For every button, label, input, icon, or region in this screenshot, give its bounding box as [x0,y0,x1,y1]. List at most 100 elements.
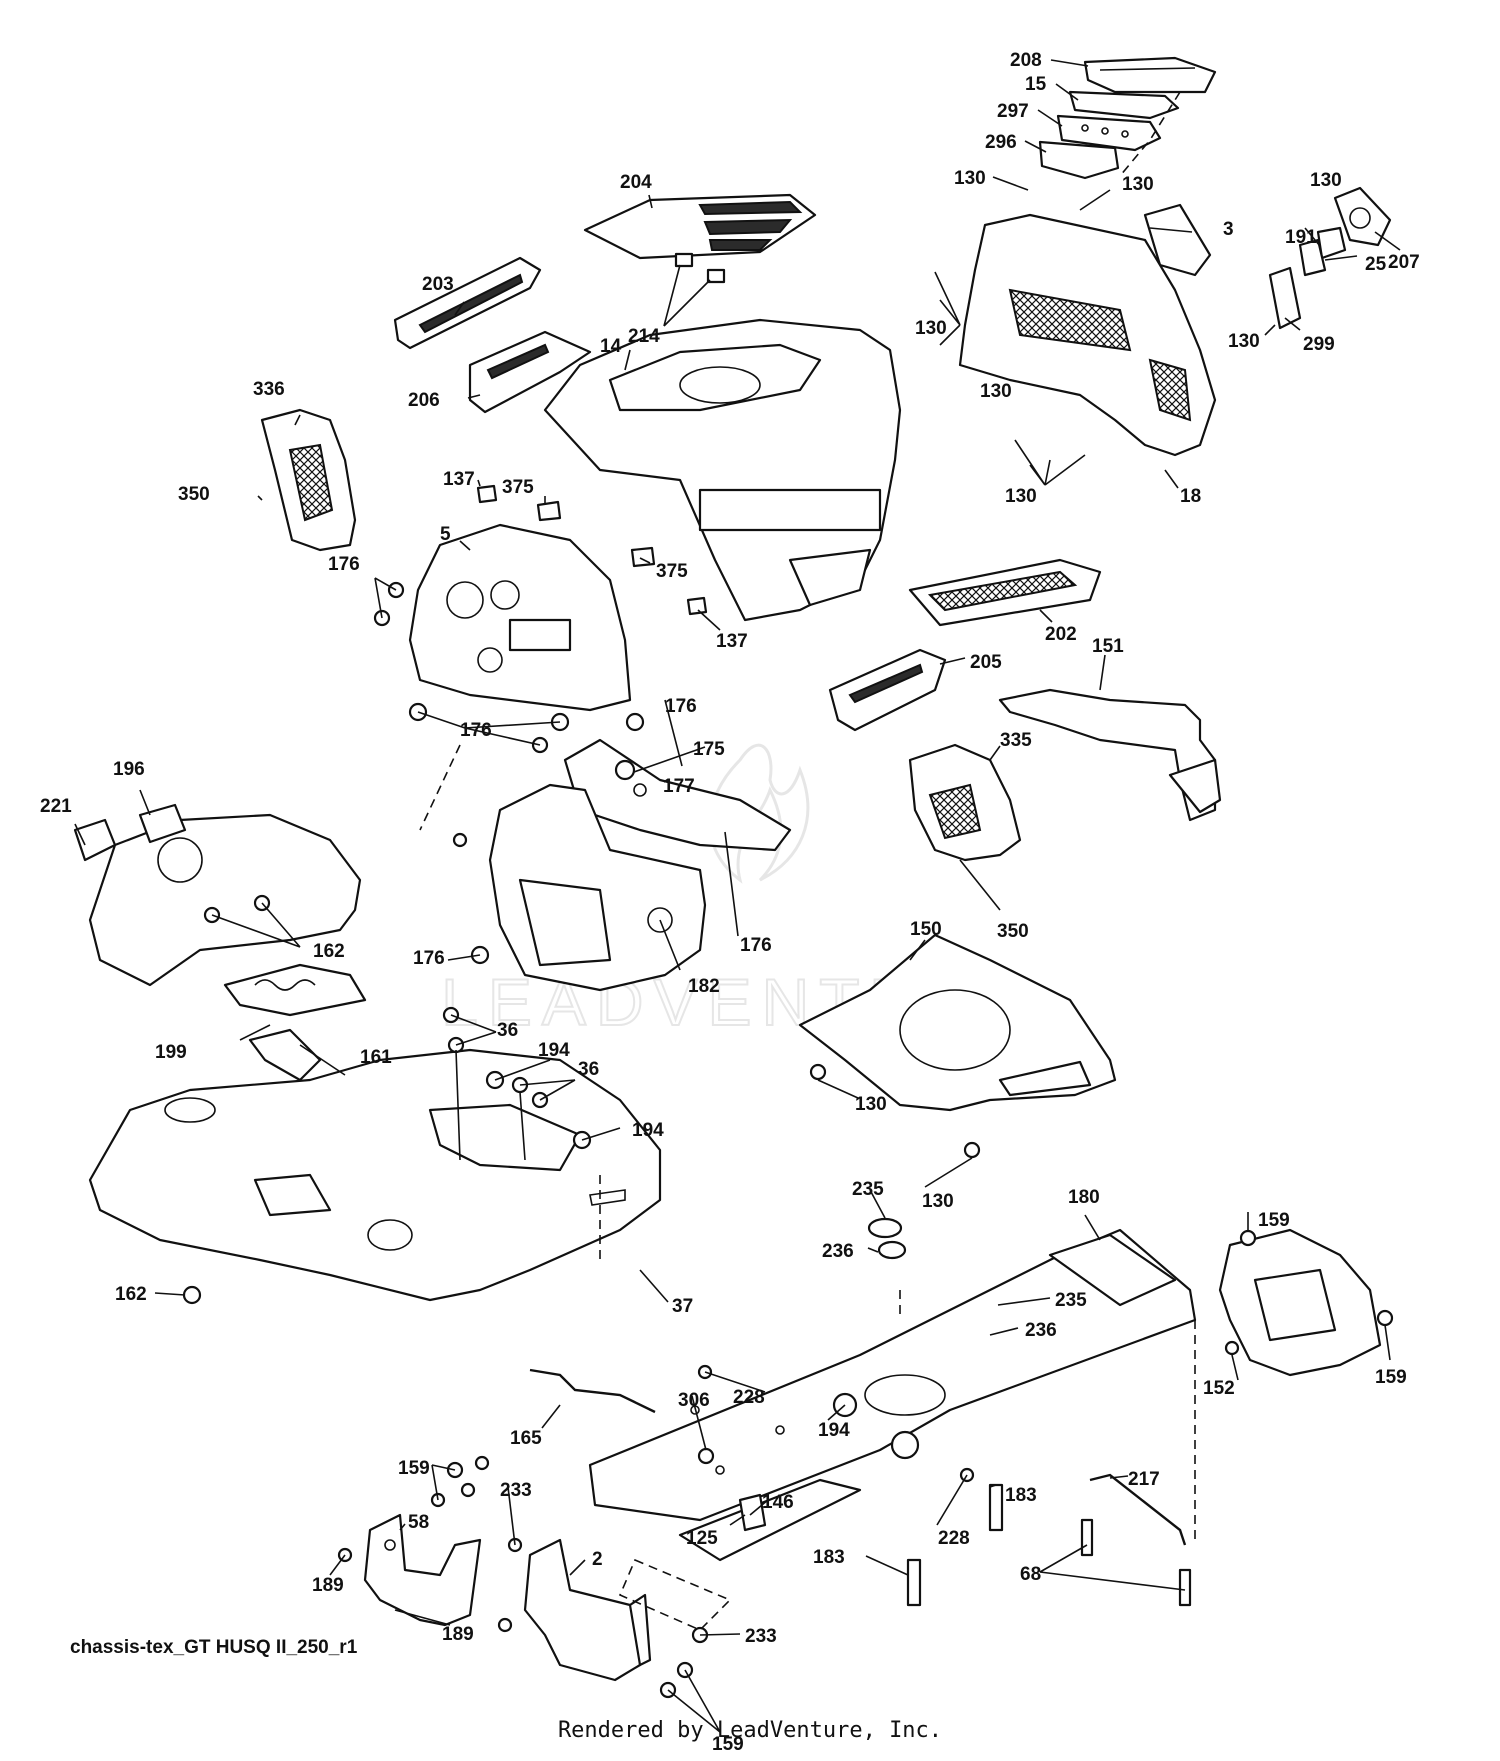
part-161-pad [248,1028,322,1082]
callout-208: 208 [1010,50,1042,71]
callout-299: 299 [1303,334,1335,355]
callout-350: 350 [178,484,210,505]
callout-151: 151 [1092,636,1124,657]
callout-137: 137 [443,469,475,490]
callout-14: 14 [600,336,622,357]
callout-130: 130 [1122,174,1154,195]
part-196-fender-cover [88,803,362,987]
callout-297: 297 [997,101,1029,122]
part-375-pad [630,546,656,568]
callout-194: 194 [538,1040,570,1061]
part-182-lower-dash [488,783,707,992]
part-206-trim [468,330,592,414]
callout-130: 130 [915,318,947,339]
part-296-bracket [1038,140,1120,180]
callout-37: 37 [672,1296,693,1317]
part-207-headlight-housing [1333,186,1392,247]
callout-161: 161 [360,1047,392,1068]
part-375-pad [536,500,562,522]
callout-130: 130 [1228,331,1260,352]
callout-150: 150 [910,919,942,940]
callouts: 208 15 297 296 130 130 204 130 3 191 207… [40,50,1420,1755]
callout-130: 130 [954,168,986,189]
callout-176: 176 [328,554,360,575]
callout-183: 183 [1005,1485,1037,1506]
part-165-rod [529,1368,656,1414]
callout-176: 176 [665,696,697,717]
part-137-clip [686,596,708,616]
part-214-clips [674,252,726,284]
callout-5: 5 [440,524,451,545]
callout-175: 175 [693,739,725,760]
callout-15: 15 [1025,74,1047,95]
callout-199: 199 [155,1042,187,1063]
callout-36: 36 [578,1059,599,1080]
part-180-frame [588,1228,1197,1562]
callout-214: 214 [628,326,660,347]
callout-228: 228 [938,1528,970,1549]
callout-221: 221 [40,796,72,817]
callout-306: 306 [678,1390,710,1411]
callout-350: 350 [997,921,1029,942]
part-208-hood-top-trim [1083,56,1217,94]
callout-189: 189 [312,1575,344,1596]
part-203-side-trim [393,256,542,350]
callout-165: 165 [510,1428,542,1449]
part-299-cover [1268,266,1302,330]
callout-204: 204 [620,172,652,193]
part-15-hood-insert [1068,90,1180,120]
bolts-183 [906,1483,1004,1607]
callout-177: 177 [663,776,695,797]
callout-125: 125 [686,1528,718,1549]
callout-176: 176 [740,935,772,956]
callout-2: 2 [592,1549,603,1570]
part-217-rod [1089,1473,1187,1546]
callout-235: 235 [852,1179,884,1200]
callout-137: 137 [716,631,748,652]
footer-credit: Rendered by LeadVenture, Inc. [557,1718,943,1743]
leader-lines [74,59,1401,1733]
callout-36: 36 [497,1020,518,1041]
part-204-hood-cover [583,193,817,260]
callout-194: 194 [632,1120,664,1141]
callout-233: 233 [745,1626,777,1647]
callout-180: 180 [1068,1187,1100,1208]
callout-162: 162 [115,1284,147,1305]
diagram-caption: chassis-tex_GT HUSQ II_250_r1 [70,1637,358,1658]
part-150-floor-plate [798,933,1117,1112]
part-18-front-grille [958,213,1217,457]
part-2-bracket [523,1538,652,1682]
callout-189: 189 [442,1624,474,1645]
callout-202: 202 [1045,624,1077,645]
part-58-bracket [363,1513,482,1627]
callout-217: 217 [1128,1469,1160,1490]
part-37-main-body [88,1048,662,1302]
callout-130: 130 [1310,170,1342,191]
callout-205: 205 [970,652,1002,673]
callout-236: 236 [1025,1320,1057,1341]
callout-159: 159 [398,1458,430,1479]
callout-130: 130 [922,1191,954,1212]
part-335-side-panel [908,743,1022,862]
part-5-dash-panel [408,523,632,712]
callout-176: 176 [460,720,492,741]
callout-191: 191 [1285,227,1317,248]
callout-159: 159 [1258,1210,1290,1231]
callout-18: 18 [1180,486,1201,507]
part-336-side-panel [260,408,357,552]
callout-130: 130 [855,1094,887,1115]
callout-335: 335 [1000,730,1032,751]
callout-375: 375 [656,561,688,582]
callout-203: 203 [422,274,454,295]
callout-183: 183 [813,1547,845,1568]
part-199-plate [223,963,367,1017]
callout-176: 176 [413,948,445,969]
part-205-trim [828,648,947,732]
callout-68: 68 [1020,1564,1041,1585]
callout-194: 194 [818,1420,850,1441]
part-14-hood [543,318,902,622]
callout-159: 159 [712,1734,744,1755]
bolts-68 [1080,1518,1192,1607]
part-177-bolt [614,759,636,781]
